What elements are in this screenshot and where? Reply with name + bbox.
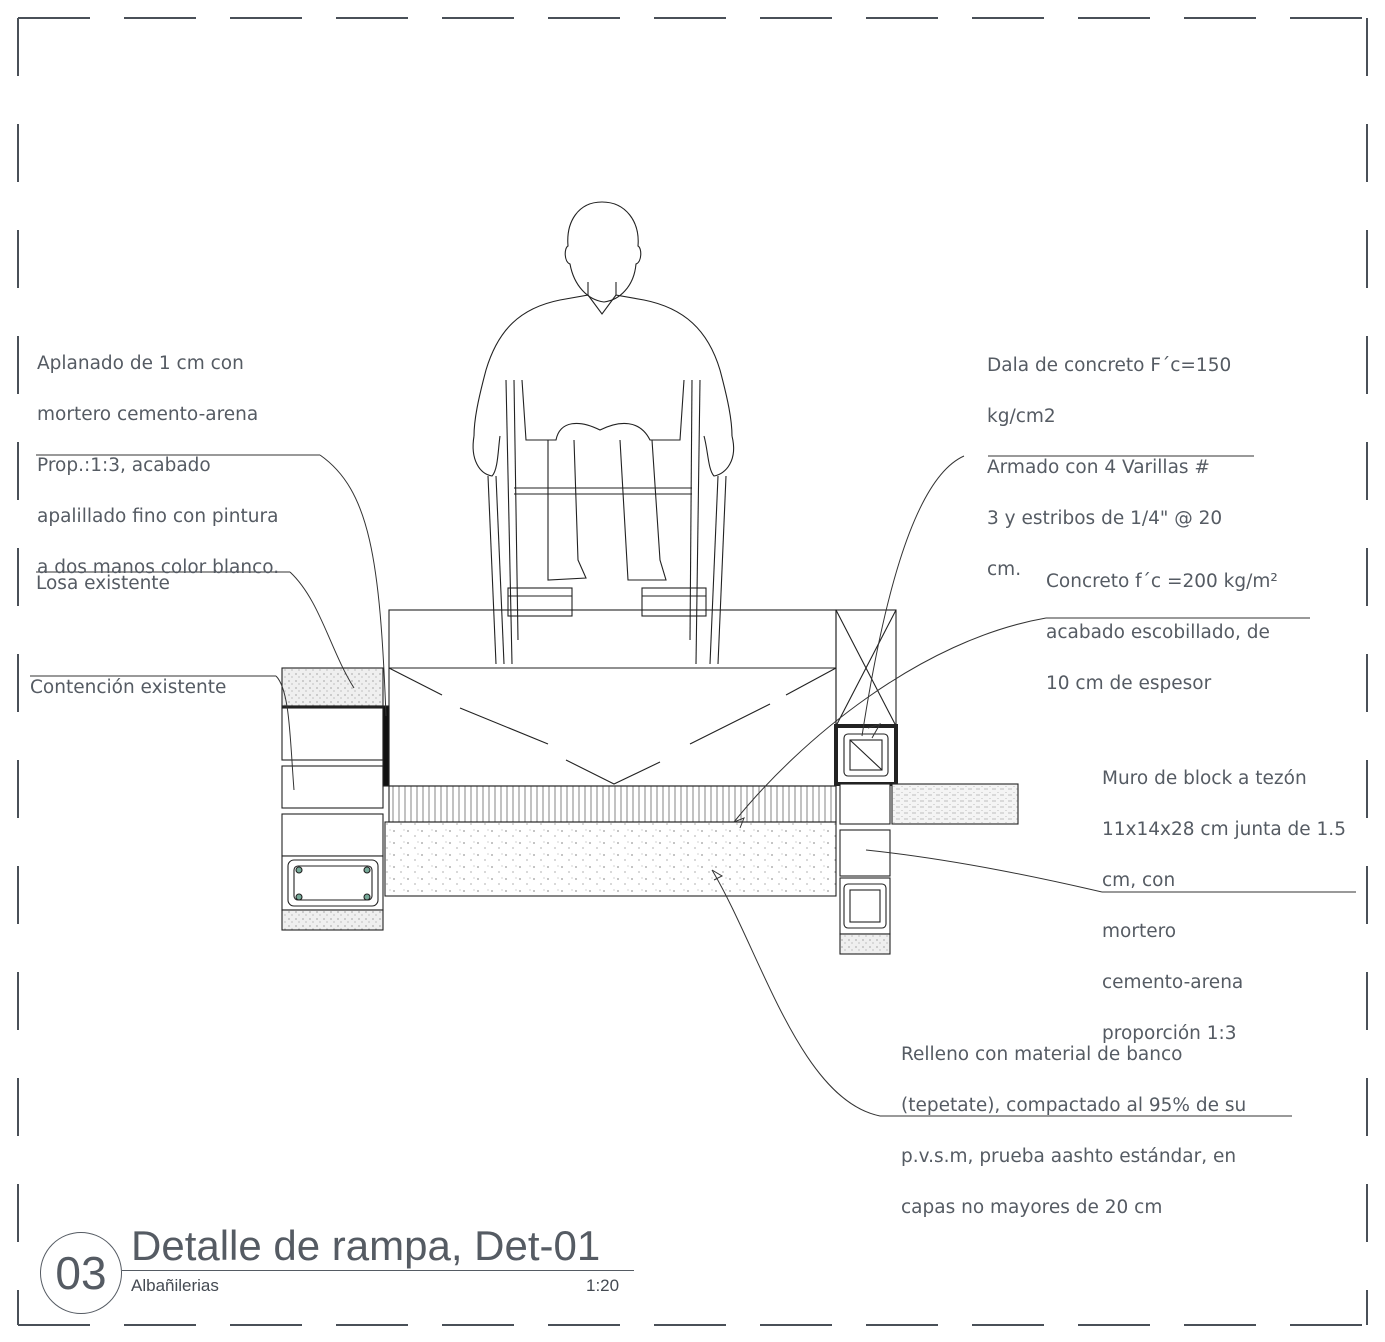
- note-muro-block: Muro de block a tezón 11x14x28 cm junta …: [1102, 740, 1346, 1072]
- note-line: 11x14x28 cm junta de 1.5: [1102, 818, 1346, 840]
- note-line: mortero cemento-arena: [37, 403, 259, 425]
- note-relleno: Relleno con material de banco (tepetate)…: [901, 1016, 1246, 1246]
- firme-hatch: [388, 785, 837, 823]
- ramp-structure: [388, 609, 897, 787]
- note-line: Contención existente: [30, 676, 227, 698]
- note-losa-existente: Losa existente: [36, 545, 170, 622]
- note-line: p.v.s.m, prueba aashto estándar, en: [901, 1145, 1237, 1167]
- leader-lines: [30, 454, 1356, 1117]
- note-line: capas no mayores de 20 cm: [901, 1196, 1163, 1218]
- note-concreto: Concreto f´c =200 kg/m² acabado escobill…: [1046, 543, 1278, 722]
- note-line: Relleno con material de banco: [901, 1043, 1183, 1065]
- person-wheelchair-figure: [472, 201, 734, 665]
- note-line: Armado con 4 Varillas #: [987, 456, 1210, 478]
- note-line: apalillado fino con pintura: [37, 505, 279, 527]
- relleno-compactado: [384, 821, 837, 897]
- detail-number-circle: 03: [40, 1232, 122, 1314]
- note-aplanado: Aplanado de 1 cm con mortero cemento-are…: [37, 325, 279, 606]
- detail-title: Detalle de rampa, Det-01: [131, 1222, 601, 1269]
- note-line: cemento-arena: [1102, 971, 1244, 993]
- note-line: 3 y estribos de 1/4" @ 20: [987, 507, 1223, 529]
- note-line: cm.: [987, 558, 1022, 580]
- sheet-border: [17, 17, 1368, 1326]
- note-line: (tepetate), compactado al 95% de su: [901, 1094, 1247, 1116]
- right-wall: [834, 724, 1019, 955]
- note-line: cm, con: [1102, 869, 1176, 891]
- note-line: Aplanado de 1 cm con: [37, 352, 244, 374]
- title-underline: [122, 1270, 634, 1271]
- note-line: a dos manos color blanco.: [37, 556, 280, 578]
- note-contencion-existente: Contención existente: [30, 649, 226, 726]
- note-line: proporción 1:3: [1102, 1022, 1237, 1044]
- detail-subtitle: Albañilerias: [131, 1276, 219, 1295]
- note-line: Prop.:1:3, acabado: [37, 454, 211, 476]
- note-line: kg/cm2: [987, 405, 1056, 427]
- note-line: mortero: [1102, 920, 1177, 942]
- left-wall: [281, 667, 390, 931]
- note-line: Concreto f´c =200 kg/m²: [1046, 570, 1278, 592]
- note-line: 10 cm de espesor: [1046, 672, 1212, 694]
- note-line: Losa existente: [36, 572, 170, 594]
- note-line: Dala de concreto F´c=150: [987, 354, 1232, 376]
- note-dala: Dala de concreto F´c=150 kg/cm2 Armado c…: [987, 327, 1231, 608]
- note-line: acabado escobillado, de: [1046, 621, 1270, 643]
- detail-scale: 1:20: [586, 1276, 620, 1295]
- note-line: Muro de block a tezón: [1102, 767, 1307, 789]
